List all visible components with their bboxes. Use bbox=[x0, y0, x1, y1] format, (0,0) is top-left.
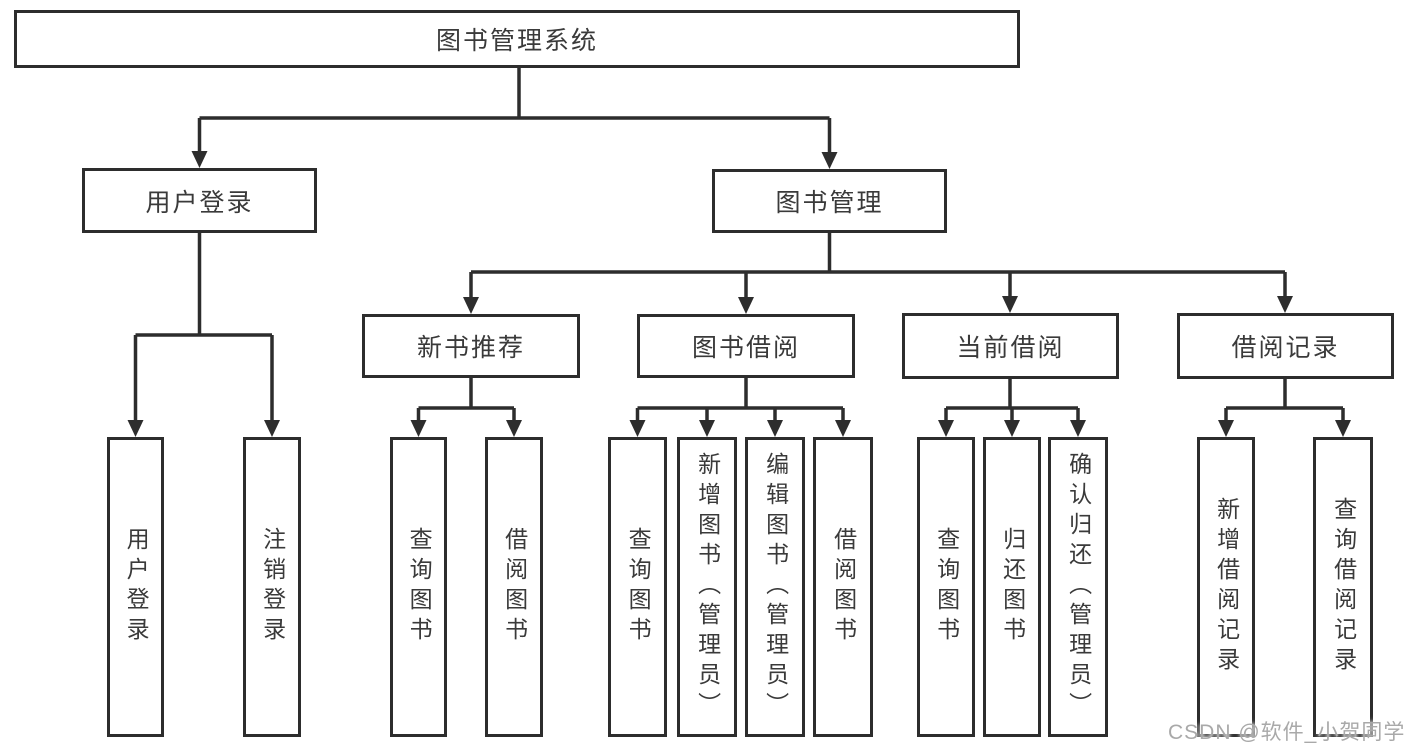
node-label: 注销登录 bbox=[259, 527, 286, 647]
node-label: 图书借阅 bbox=[691, 334, 800, 362]
node-label: 编辑图书（管理员） bbox=[762, 452, 789, 722]
node-label: 归还图书 bbox=[999, 527, 1026, 647]
node-label: 借阅记录 bbox=[1231, 334, 1340, 362]
node-label: 查询图书 bbox=[625, 527, 652, 647]
node-new-book-recommend: 新书推荐 bbox=[362, 314, 580, 378]
node-label: 查询图书 bbox=[933, 527, 960, 647]
node-label: 用户登录 bbox=[145, 188, 254, 217]
leaf-query-books-3: 查询图书 bbox=[917, 437, 975, 737]
node-label: 图书管理系统 bbox=[435, 27, 598, 55]
node-label: 确认归还（管理员） bbox=[1065, 452, 1092, 722]
leaf-user-login: 用户登录 bbox=[107, 437, 164, 737]
node-label: 查询图书 bbox=[406, 527, 433, 647]
leaf-query-borrow-record: 查询借阅记录 bbox=[1313, 437, 1373, 737]
node-label: 借阅图书 bbox=[501, 527, 528, 647]
leaf-borrow-books-1: 借阅图书 bbox=[485, 437, 543, 737]
node-label: 新增借阅记录 bbox=[1213, 497, 1240, 677]
node-label: 新书推荐 bbox=[416, 334, 525, 362]
node-current-borrowing: 当前借阅 bbox=[902, 313, 1119, 379]
leaf-add-books-admin: 新增图书（管理员） bbox=[677, 437, 737, 737]
leaf-query-books-1: 查询图书 bbox=[390, 437, 447, 737]
leaf-query-books-2: 查询图书 bbox=[608, 437, 667, 737]
leaf-add-borrow-record: 新增借阅记录 bbox=[1197, 437, 1255, 737]
leaf-edit-books-admin: 编辑图书（管理员） bbox=[745, 437, 805, 737]
node-borrowing-records: 借阅记录 bbox=[1177, 313, 1394, 379]
node-book-management: 图书管理 bbox=[712, 169, 947, 233]
node-label: 新增图书（管理员） bbox=[694, 452, 721, 722]
node-label: 当前借阅 bbox=[956, 334, 1065, 362]
leaf-logout: 注销登录 bbox=[243, 437, 301, 737]
leaf-borrow-books-2: 借阅图书 bbox=[813, 437, 873, 737]
csdn-watermark: CSDN @软件_小贺同学 bbox=[1168, 721, 1405, 744]
leaf-return-books: 归还图书 bbox=[983, 437, 1041, 737]
node-user-login: 用户登录 bbox=[82, 168, 317, 233]
node-label: 借阅图书 bbox=[830, 527, 857, 647]
node-label: 查询借阅记录 bbox=[1330, 497, 1357, 677]
leaf-confirm-return-admin: 确认归还（管理员） bbox=[1048, 437, 1108, 737]
node-label: 图书管理 bbox=[775, 189, 884, 217]
node-label: 用户登录 bbox=[123, 527, 150, 647]
node-library-management-system: 图书管理系统 bbox=[14, 10, 1020, 68]
node-book-borrowing: 图书借阅 bbox=[637, 314, 855, 378]
